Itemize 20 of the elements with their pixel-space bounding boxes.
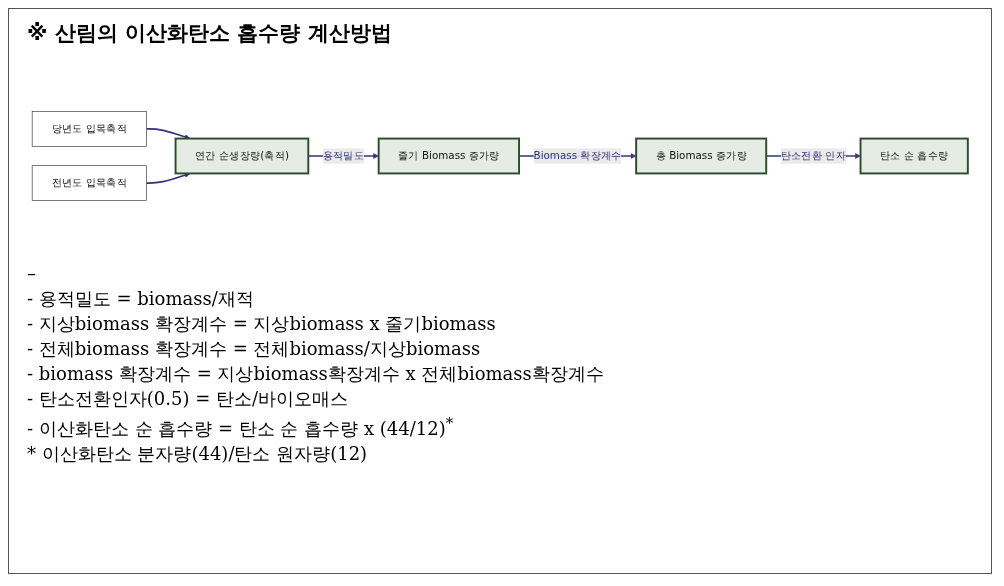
- diagram-title: ※ 산림의 이산화탄소 흡수량 계산방법: [27, 20, 393, 47]
- formula-note: - 지상biomass 확장계수 = 지상biomass x 줄기biomass: [27, 312, 497, 336]
- node-box: 전년도 입목축적: [31, 165, 147, 201]
- node-box: 연간 순생장량(축적): [174, 137, 310, 175]
- node-box: 총 Biomass 증가량: [635, 137, 768, 175]
- edge-label: 용적밀도: [322, 149, 365, 162]
- formula-note: * 이산화탄소 분자량(44)/탄소 원자량(12): [27, 442, 369, 466]
- node-box: 탄소 순 흡수량: [859, 137, 969, 175]
- edge-label: 탄소전환 인자: [780, 149, 847, 162]
- formula-note: - 전체biomass 확장계수 = 전체biomass/지상biomass: [27, 337, 482, 361]
- edge-label: Biomass 확장계수: [533, 149, 622, 162]
- node-box: 줄기 Biomass 증가량: [377, 137, 521, 175]
- formula-note: - 용적밀도 = biomass/재적: [27, 287, 255, 311]
- formula-note: - 탄소전환인자(0.5) = 탄소/바이오매스: [27, 387, 350, 411]
- formula-note: - biomass 확장계수 = 지상biomass확장계수 x 전체biomass확장계수: [27, 362, 605, 386]
- node-box: 당년도 입목축적: [31, 111, 147, 147]
- arrow: [145, 128, 191, 140]
- arrow: [145, 172, 191, 184]
- formula-note: –: [27, 262, 37, 286]
- formula-note: - 이산화탄소 순 흡수량 = 탄소 순 흡수량 x (44/12)$^{*}$: [27, 413, 455, 441]
